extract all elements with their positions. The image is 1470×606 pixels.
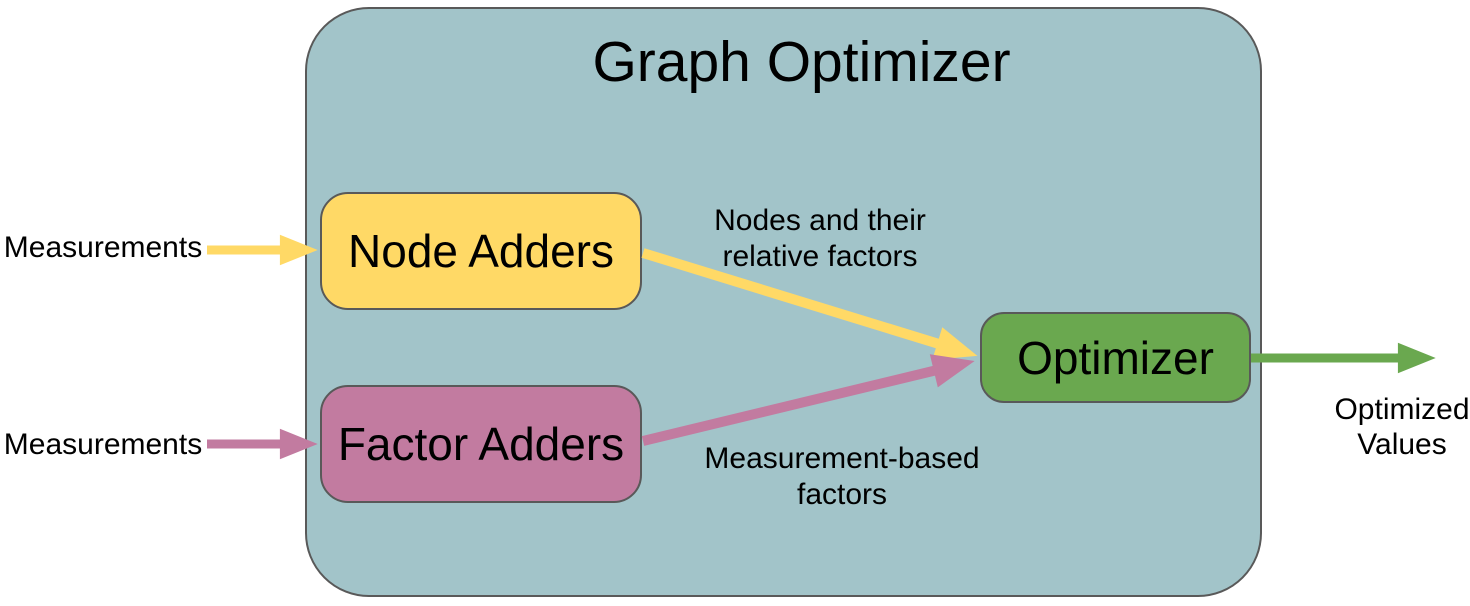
nodes-edge-label: Nodes and their relative factors	[660, 203, 980, 275]
node-adders-label: Node Adders	[348, 225, 614, 277]
factors-edge-label-line2: factors	[796, 478, 888, 511]
factors-edge-label: Measurement-based factors	[682, 441, 1002, 513]
nodes-edge-label-line2: relative factors	[722, 240, 918, 273]
measurements-bottom-label: Measurements	[3, 428, 203, 461]
optimizer-label: Optimizer	[1017, 331, 1214, 384]
optimized-values-line2: Values	[1357, 428, 1447, 461]
optimized-values-label: Optimized Values	[1302, 392, 1470, 462]
measurements-top-label: Measurements	[3, 231, 203, 264]
factor-adders-label: Factor Adders	[337, 418, 625, 470]
node-adders-box: Node Adders	[320, 192, 642, 310]
graph-optimizer-title: Graph Optimizer	[592, 30, 1011, 94]
optimizer-box: Optimizer	[980, 312, 1251, 403]
nodes-edge-label-line1: Nodes and their	[714, 204, 926, 237]
optimized-values-line1: Optimized	[1334, 393, 1470, 426]
factor-adders-box: Factor Adders	[320, 385, 642, 503]
factors-edge-label-line1: Measurement-based	[704, 442, 980, 475]
